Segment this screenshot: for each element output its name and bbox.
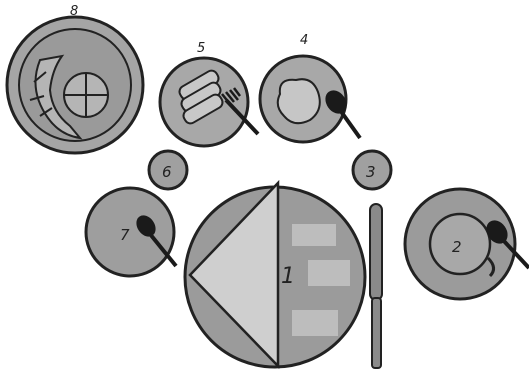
dish-6: 6 [149, 151, 187, 189]
label-1: 1 [281, 264, 295, 289]
label-2: 2 [452, 238, 462, 256]
dish-3: 3 [353, 151, 391, 189]
label-7: 7 [120, 226, 130, 244]
plate-2-cup-and-saucer: 2 [405, 189, 529, 299]
food-blob-icon [278, 79, 320, 123]
label-4: 4 [300, 33, 308, 48]
label-3: 3 [366, 163, 376, 181]
knife-icon [370, 204, 382, 368]
plate-1-dinner-plate: 1 [185, 183, 365, 367]
plate-4-small-plate: 4 [260, 33, 360, 142]
label-5: 5 [197, 41, 205, 56]
plate-7-dish-with-spoon: 7 [86, 188, 176, 276]
plate-5-bread-plate: 5 [160, 41, 258, 146]
label-8: 8 [70, 4, 78, 19]
plate-8-platter: 8 [7, 4, 143, 153]
label-6: 6 [162, 163, 172, 181]
